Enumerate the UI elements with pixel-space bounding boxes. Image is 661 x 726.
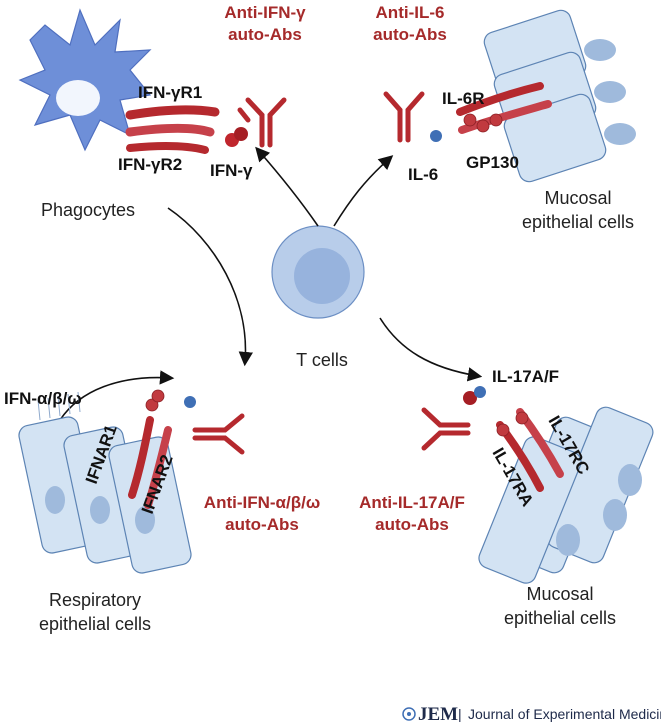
anti-il17-label-2: auto-Abs — [375, 515, 449, 534]
mucosal-label-top-1: Mucosal — [544, 188, 611, 208]
jem-logo-icon — [402, 707, 416, 721]
anti-ifn-gamma-label-2: auto-Abs — [228, 25, 302, 44]
mucosal-label-bottom-2: epithelial cells — [504, 608, 616, 628]
ifn-gamma-ligand — [225, 127, 248, 147]
anti-il17-antibody — [421, 407, 471, 451]
arrow-ifn-abw-in — [59, 370, 175, 421]
footer-separator: | — [458, 706, 462, 722]
respiratory-label-2: epithelial cells — [39, 614, 151, 634]
ifn-abw-ligand — [184, 396, 196, 408]
mucosal-label-top-2: epithelial cells — [522, 212, 634, 232]
ifn-gamma-ligand-label: IFN-γ — [210, 161, 253, 180]
ifn-abw-ligand-label: IFN-α/β/ω — [4, 389, 82, 408]
gp130-label: GP130 — [466, 153, 519, 172]
il17-ligand — [463, 386, 486, 405]
journal-name: Journal of Experimental Medicine — [468, 706, 661, 722]
arrow-t-to-il6 — [333, 155, 394, 227]
anti-ifn-gamma-label-1: Anti-IFN-γ — [224, 3, 306, 22]
arrow-phagocyte-to-ifn — [167, 207, 253, 367]
anti-il6-label-1: Anti-IL-6 — [376, 3, 445, 22]
respiratory-label-1: Respiratory — [49, 590, 141, 610]
mucosal-label-bottom-1: Mucosal — [526, 584, 593, 604]
t-cells-label: T cells — [296, 350, 348, 370]
il6-receptor-complex — [456, 82, 552, 134]
anti-ifn-gamma-antibody — [237, 97, 287, 148]
phagocytes-label: Phagocytes — [41, 200, 135, 220]
jem-logo: JEM — [402, 704, 458, 725]
il17af-ligand-label: IL-17A/F — [492, 367, 559, 386]
anti-ifn-abw-label-2: auto-Abs — [225, 515, 299, 534]
phagocyte-cell — [18, 8, 152, 152]
ifn-gamma-r1-label: IFN-γR1 — [138, 83, 202, 102]
il6r-label: IL-6R — [442, 89, 485, 108]
jem-logo-text: JEM — [418, 704, 458, 725]
il17-receptor-complex — [496, 408, 564, 492]
anti-ifn-abw-antibody — [192, 413, 245, 455]
anti-ifn-abw-label-1: Anti-IFN-α/β/ω — [204, 493, 320, 512]
anti-il6-label-2: auto-Abs — [373, 25, 447, 44]
arrow-t-to-il17 — [379, 317, 483, 382]
mucosal-epithelial-cells-top — [483, 9, 636, 183]
ifnar-receptor-complex — [128, 389, 172, 509]
ifn-gamma-receptor-complex — [125, 105, 220, 154]
il6-ligand — [430, 130, 442, 142]
anti-il6-antibody — [383, 91, 425, 143]
arrow-t-to-ifn-gamma — [255, 146, 319, 227]
ifn-gamma-r2-label: IFN-γR2 — [118, 155, 182, 174]
il6-ligand-label: IL-6 — [408, 165, 438, 184]
t-cell — [271, 225, 365, 319]
anti-il17-label-1: Anti-IL-17A/F — [359, 493, 465, 512]
